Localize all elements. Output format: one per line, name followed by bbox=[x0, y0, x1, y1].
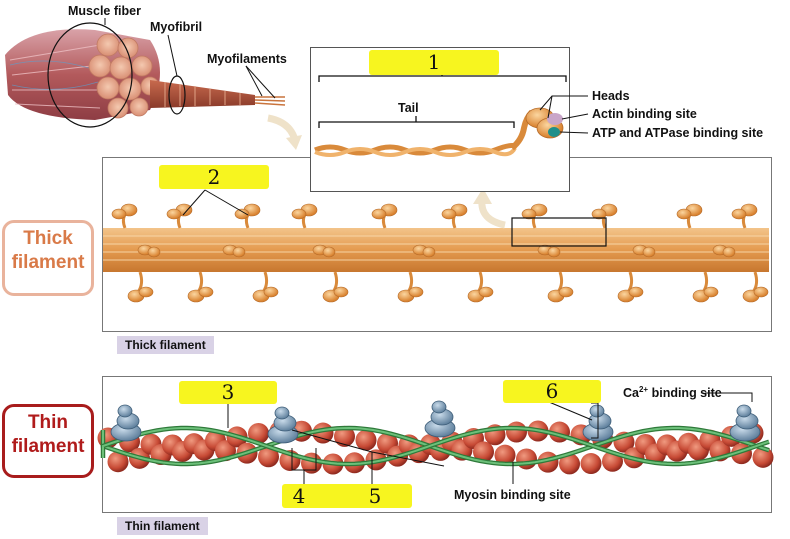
myosin-head-up bbox=[166, 203, 193, 229]
blank-3-answer: 3 bbox=[221, 380, 235, 404]
myosin-head-down bbox=[742, 271, 769, 303]
blank-2-answer: 2 bbox=[207, 165, 221, 189]
myosin-head-down bbox=[692, 271, 719, 303]
troponin-complex bbox=[267, 406, 299, 444]
muscle-fiber-label: Muscle fiber bbox=[68, 4, 141, 18]
actin-subunit bbox=[580, 453, 602, 475]
myofibril-label: Myofibril bbox=[150, 20, 203, 34]
actin-subunit bbox=[248, 422, 269, 444]
myosin-head-mid bbox=[632, 244, 656, 258]
myosin-head-up bbox=[234, 203, 261, 229]
tail-label: Tail bbox=[398, 101, 419, 115]
myosin-head-down bbox=[252, 271, 279, 303]
blank-2-box[interactable] bbox=[159, 165, 269, 189]
myofilaments-label: Myofilaments bbox=[207, 52, 287, 66]
blank-1-answer: 1 bbox=[427, 50, 441, 74]
myosin-head-mid bbox=[137, 244, 161, 258]
blank-6-box[interactable] bbox=[503, 380, 601, 403]
myosin-head-down bbox=[127, 271, 154, 303]
myosin-head-mid bbox=[312, 244, 336, 258]
actin-subunit bbox=[107, 451, 129, 473]
blank-4-answer: 4 bbox=[292, 484, 306, 508]
actin-binding-site-label: Actin binding site bbox=[592, 107, 697, 121]
actin-subunit bbox=[506, 421, 527, 443]
myosin-head-down bbox=[397, 271, 424, 303]
blank-4-5-box[interactable] bbox=[282, 484, 412, 508]
myosin-head-up bbox=[371, 203, 398, 229]
thick-filament-side-label: Thick filament bbox=[2, 220, 94, 296]
heads-label: Heads bbox=[592, 89, 630, 103]
thin-filament-side-label: Thin filament bbox=[2, 404, 94, 478]
blank-5-answer: 5 bbox=[368, 484, 382, 508]
myosin-head-up bbox=[591, 203, 618, 229]
myosin-head-down bbox=[187, 271, 214, 303]
ca-binding-site-label: Ca2+ binding site bbox=[623, 385, 722, 401]
myosin-head-up bbox=[291, 203, 318, 229]
thin-filament-caption: Thin filament bbox=[117, 517, 208, 535]
blank-3-box[interactable] bbox=[179, 381, 277, 404]
myosin-head-down bbox=[547, 271, 574, 303]
myosin-head-mid bbox=[412, 244, 436, 258]
actin-subunit bbox=[473, 441, 494, 463]
actin-subunit bbox=[516, 448, 537, 470]
myosin-head-down bbox=[617, 271, 644, 303]
myosin-head-down bbox=[322, 271, 349, 303]
myosin-head-mid bbox=[712, 244, 736, 258]
actin-subunit bbox=[258, 446, 279, 468]
myosin-head-up bbox=[521, 203, 548, 229]
actin-subunit bbox=[355, 429, 377, 451]
atp-binding-site-label: ATP and ATPase binding site bbox=[592, 126, 764, 140]
myosin-head-up bbox=[731, 203, 758, 229]
myosin-head-up bbox=[676, 203, 703, 229]
thick-side-line2: filament bbox=[11, 252, 85, 273]
actin-subunit bbox=[559, 453, 580, 475]
actin-subunit bbox=[494, 444, 516, 466]
myosin-head-up bbox=[441, 203, 468, 229]
thin-side-line2: filament bbox=[11, 436, 85, 457]
troponin-complex bbox=[424, 400, 456, 438]
myosin-head-down bbox=[467, 271, 494, 303]
myosin-binding-site-label: Myosin binding site bbox=[454, 488, 571, 502]
actin-subunit bbox=[334, 425, 355, 447]
thick-side-line1: Thick bbox=[23, 228, 73, 249]
blank-1-box[interactable] bbox=[369, 50, 499, 75]
thick-filament-caption: Thick filament bbox=[117, 336, 214, 354]
troponin-complex bbox=[729, 404, 761, 442]
thin-side-line1: Thin bbox=[27, 412, 69, 433]
troponin-complex bbox=[110, 404, 142, 442]
myosin-head-mid bbox=[222, 244, 246, 258]
myosin-head-up bbox=[111, 203, 138, 229]
blank-6-answer: 6 bbox=[545, 379, 559, 403]
myosin-head-mid bbox=[537, 244, 561, 258]
